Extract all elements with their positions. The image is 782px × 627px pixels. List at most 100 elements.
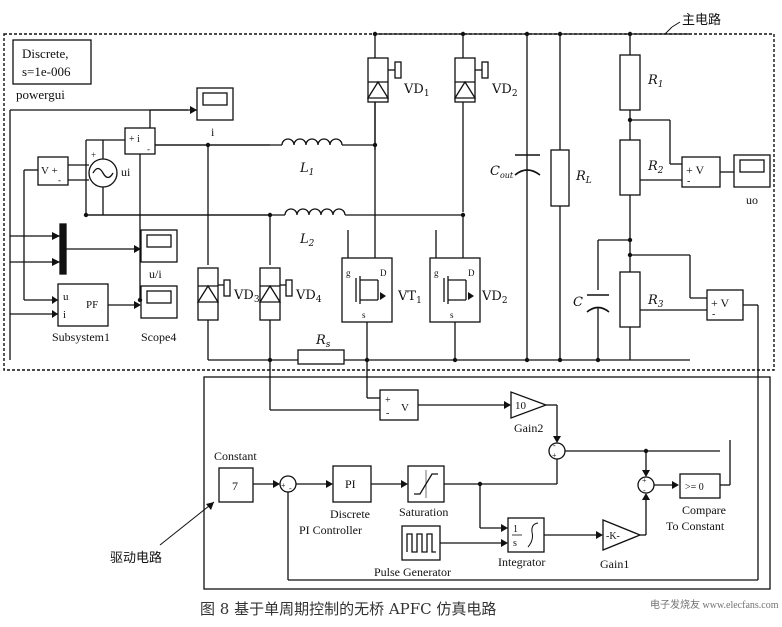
integrator-label: Integrator [498,555,545,569]
r1-resistor [619,54,641,111]
mosfet-vt1: g s D [341,257,393,323]
vd2-diode [453,57,489,103]
gain2-label: Gain2 [514,421,543,435]
subsystem1-block[interactable]: u i PF [57,283,109,327]
scope4-label: Scope4 [141,330,176,344]
watermark: 电子发烧友 www.elecfans.com [650,598,779,611]
svg-text:+: + [552,451,557,460]
pi-controller-block[interactable]: PI [332,465,372,503]
scope-i[interactable] [196,87,234,121]
drive-voltage-measurement[interactable]: + - V [379,389,419,421]
rl-label: RL [575,169,592,186]
svg-text:g: g [434,268,439,278]
junction-dots [83,31,649,487]
l1-inductor [281,138,343,146]
r2-label: R2 [647,159,664,176]
uo-voltage-measurement[interactable]: + V - [681,156,721,188]
gain1-block[interactable]: -K- [602,519,642,551]
rs-label: Rs [315,333,331,350]
powergui-label: powergui [16,87,65,102]
vd2b-label: VD2 [481,289,508,306]
svg-text:+: + [385,395,391,406]
svg-text:D: D [468,268,475,278]
l2-inductor [284,208,346,216]
subsystem1-label: Subsystem1 [52,330,110,344]
svg-text:7: 7 [232,479,238,493]
current-measurement-i[interactable]: + i - [124,127,156,155]
scope-ui-over-i[interactable] [140,229,178,263]
constant-block[interactable]: 7 [218,467,254,503]
ui-voltage-measurement[interactable]: V + - [37,156,69,186]
svg-text:-: - [289,484,292,493]
svg-text:u: u [63,291,69,303]
svg-text:-: - [58,175,61,185]
mux-block [59,223,67,275]
gain1-label: Gain1 [600,557,629,571]
c-label: C [573,295,583,310]
mosfet-vd2: g s D [429,257,481,323]
r2-resistor [619,139,641,196]
scope4[interactable] [140,285,178,319]
svg-text:s: s [450,310,454,320]
svg-text:-: - [147,144,150,154]
pi-label-2: PI Controller [299,523,362,537]
svg-text:V +: V + [41,165,58,177]
svg-text:10: 10 [515,400,527,412]
powergui-line2: s=1e-006 [22,64,71,79]
svg-text:>= 0: >= 0 [685,482,704,493]
svg-text:+: + [91,150,96,160]
saturation-label: Saturation [399,505,448,519]
compare-label-1: Compare [682,503,726,517]
svg-text:-: - [687,176,690,187]
pulse-generator-label: Pulse Generator [374,565,451,579]
r3-voltage-measurement[interactable]: + V - [706,289,744,321]
vd3-label: VD3 [233,288,260,305]
svg-text:1: 1 [513,524,518,535]
compare-to-constant-block[interactable]: >= 0 [679,473,721,499]
svg-text:-: - [643,486,646,495]
cout-label: Cout [490,164,514,180]
ui-label: ui [121,165,131,179]
svg-text:+: + [642,476,647,485]
drive-circuit-label: 驱动电路 [110,550,162,566]
svg-text:g: g [346,268,351,278]
vt1-label: VT1 [397,289,422,306]
svg-text:s: s [513,538,517,549]
svg-text:-: - [553,441,556,450]
svg-text:V: V [401,402,409,414]
svg-text:+: + [281,481,286,490]
vd1-diode [366,57,402,103]
saturation-block[interactable] [407,465,445,503]
integrator-block[interactable]: 1 s [507,517,545,553]
l2-label: L2 [299,232,315,249]
compare-label-2: To Constant [666,519,725,533]
gain2-block[interactable]: 10 [510,391,548,419]
vd1-label: VD1 [403,82,430,99]
drive-circuit-boundary [203,376,771,590]
constant-label: Constant [214,449,257,463]
main-circuit-label: 主电路 [682,12,721,28]
vd4-diode [258,267,293,321]
rs-resistor [297,349,345,365]
svg-text:-: - [386,408,389,419]
uo-scope[interactable] [733,154,771,188]
svg-text:i: i [63,309,66,321]
svg-text:-: - [712,309,715,320]
vd4-label: VD4 [295,288,322,305]
scope-ui-over-i-label: u/i [149,267,162,281]
vd3-diode [196,267,231,321]
r1-label: R1 [647,73,664,90]
svg-text:+ V: + V [686,163,705,177]
svg-text:PI: PI [345,477,356,491]
svg-text:D: D [380,268,387,278]
scope-i-label: i [211,125,215,139]
svg-text:+ V: + V [711,296,730,310]
svg-text:PF: PF [86,299,98,311]
svg-text:s: s [362,310,366,320]
r3-label: R3 [647,293,664,310]
svg-text:-K-: -K- [606,531,620,542]
pulse-generator-block[interactable] [401,525,441,561]
l1-label: L1 [299,161,314,178]
powergui-block[interactable]: Discrete, s=1e-006 [12,39,92,85]
